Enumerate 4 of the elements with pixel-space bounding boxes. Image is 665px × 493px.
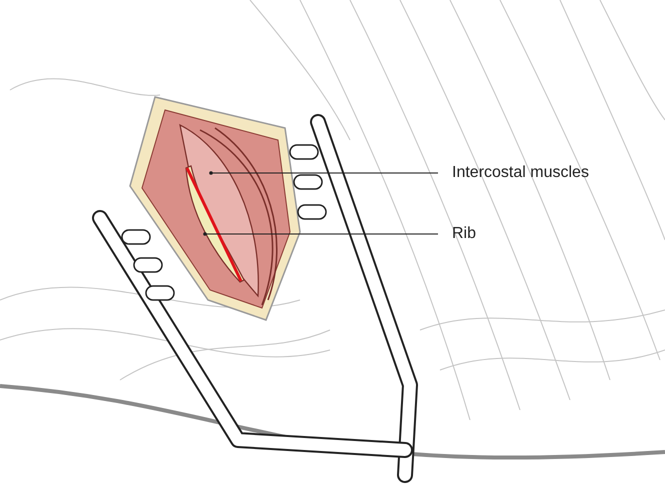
- callout-label: Rib: [452, 224, 476, 244]
- callout-label: Intercostal muscles: [452, 163, 589, 183]
- leader-line: [209, 171, 438, 175]
- leader-line: [203, 232, 438, 236]
